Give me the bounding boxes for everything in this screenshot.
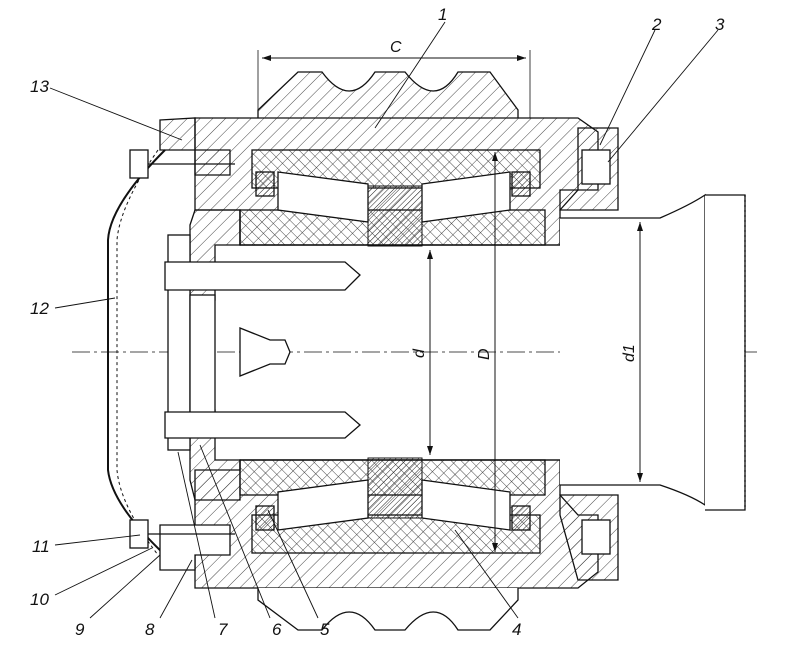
bolt-lower: [164, 411, 361, 439]
part-label-3: 3: [715, 15, 725, 34]
part-label-1: 1: [438, 5, 447, 24]
dim-label-D: D: [476, 348, 493, 360]
seal-lower-left: [255, 505, 275, 531]
leaders: [49, 21, 719, 619]
part-label-2: 2: [651, 15, 662, 34]
geometry: [49, 21, 760, 631]
dim-label-d: d: [411, 348, 428, 358]
part-label-13: 13: [30, 77, 49, 96]
part-label-4: 4: [512, 620, 521, 639]
part-label-9: 9: [75, 620, 85, 639]
spacer-lower: [367, 457, 423, 519]
part-label-8: 8: [145, 620, 155, 639]
end-disk-inner: [189, 294, 216, 416]
right-block-lower: [581, 519, 611, 555]
seal-upper-right: [511, 171, 531, 197]
spacer-upper: [367, 185, 423, 247]
part-label-5: 5: [320, 620, 330, 639]
bolt-head-upper: [129, 149, 149, 179]
shaft-flange: [705, 194, 746, 511]
seal-lower-right: [511, 505, 531, 531]
bolt-upper: [164, 261, 361, 291]
part-label-6: 6: [272, 620, 282, 639]
right-block-upper: [581, 149, 611, 185]
dim-label-d1: d1: [621, 344, 638, 362]
part-label-11: 11: [32, 537, 50, 556]
dim-label-c: C: [390, 39, 402, 56]
part-label-12: 12: [30, 299, 49, 318]
cover-cap-inner: [116, 149, 159, 556]
seal-upper-left: [255, 171, 275, 197]
part-label-10: 10: [30, 590, 49, 609]
sprocket-upper: [257, 71, 519, 118]
clamp-upper: [159, 117, 231, 176]
bolt-head-lower: [129, 519, 149, 549]
part-label-7: 7: [218, 620, 228, 639]
sprocket-lower: [257, 588, 519, 631]
center-cone: [239, 327, 291, 377]
clamp-lower: [159, 524, 231, 571]
